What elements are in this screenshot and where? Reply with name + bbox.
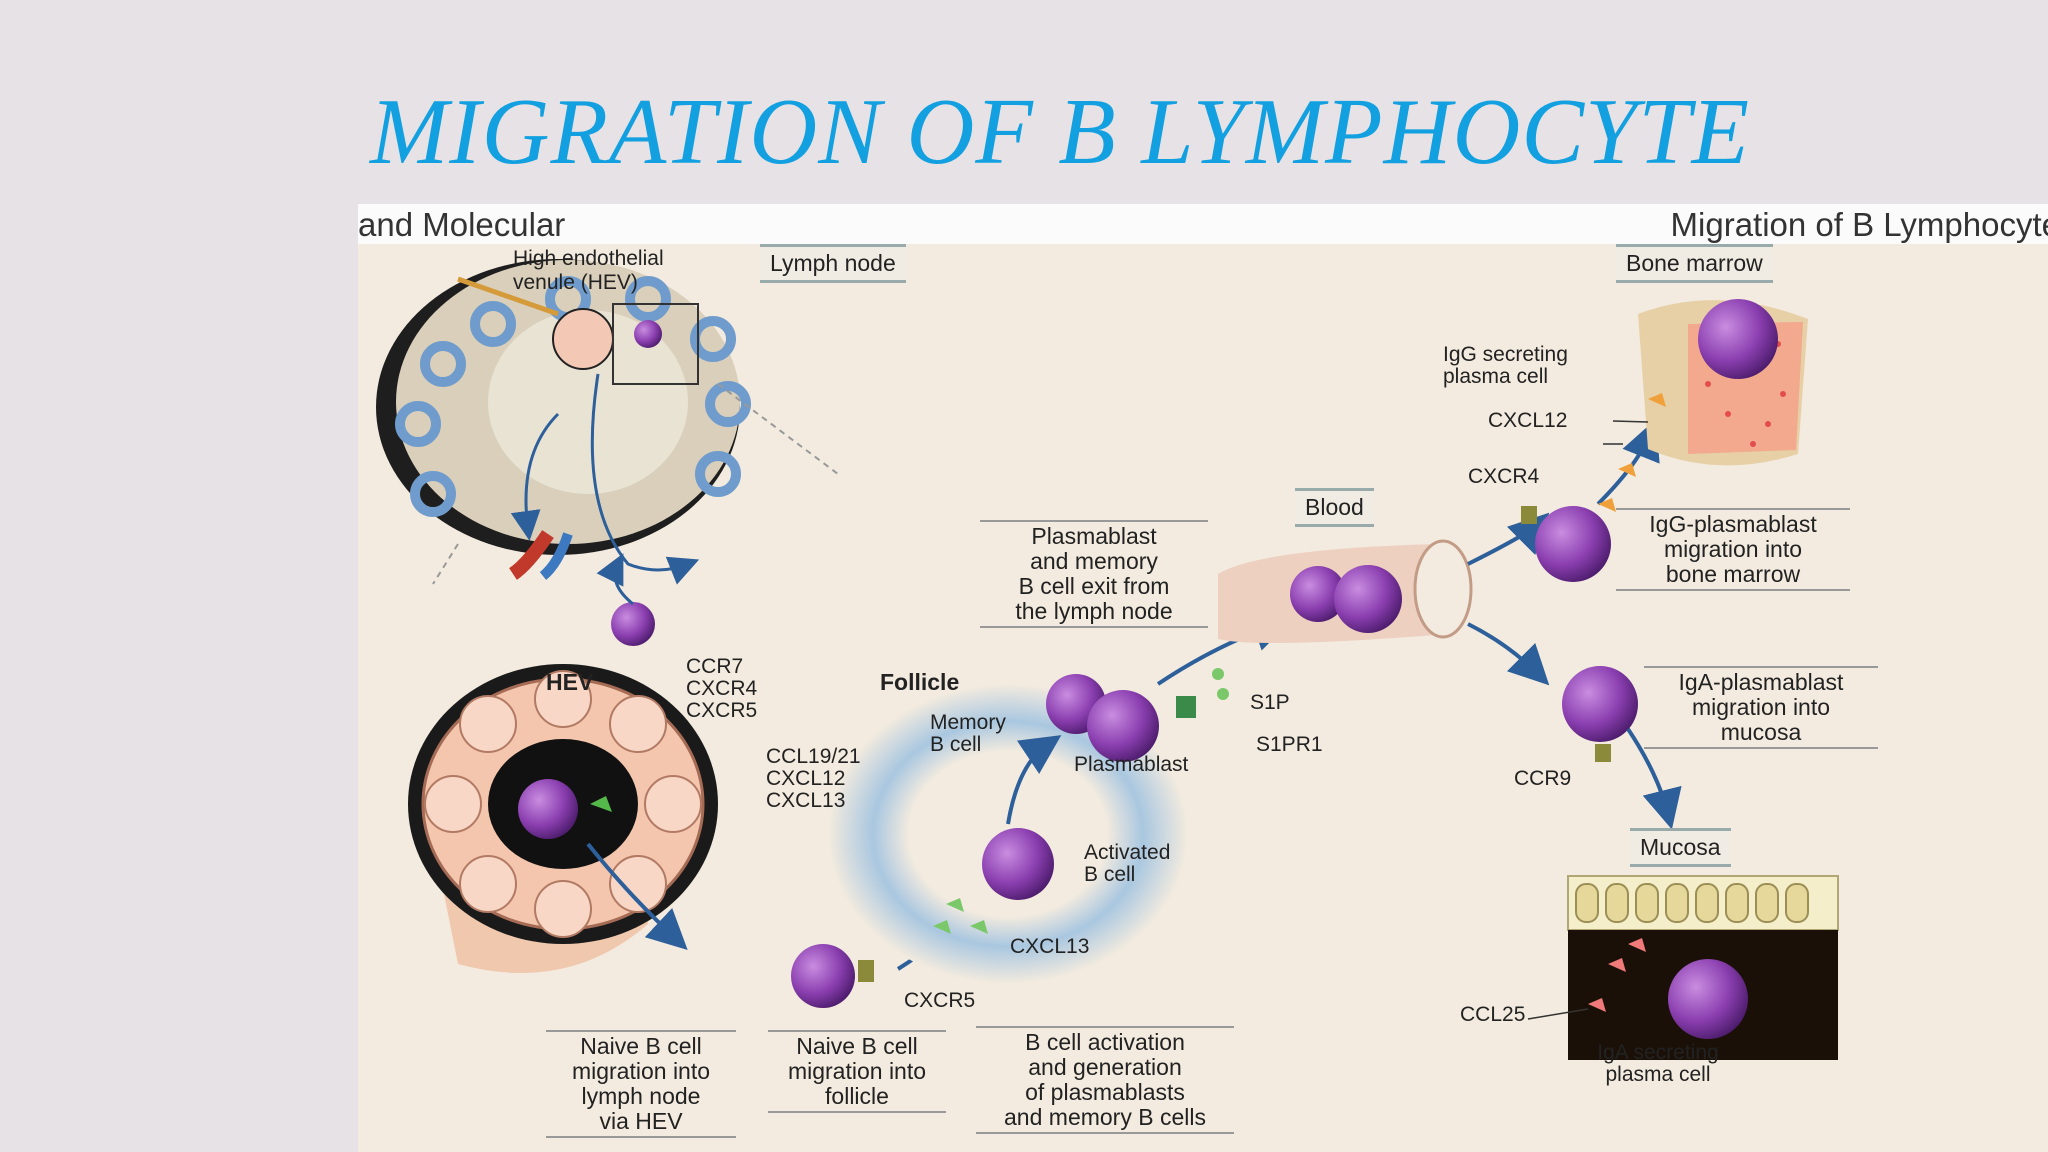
caption-naive-hev: Naive B cell migration into lymph node v… [546, 1030, 736, 1138]
caption-igg-line2: migration into [1663, 536, 1803, 562]
label-hev-line2: venule (HEV) [513, 271, 638, 294]
label-ccl1921: CCL19/21 [766, 745, 861, 768]
caption-naive-follicle-line2: migration into [787, 1058, 927, 1084]
label-mucosa: Mucosa [1630, 828, 1731, 867]
caption-naive-hev-line2: migration into [571, 1058, 711, 1084]
naive-b-cell-blood [611, 602, 655, 646]
caption-exit-line2: and memory [1030, 548, 1158, 574]
caption-naive-hev-line1: Naive B cell [580, 1033, 702, 1059]
label-s1pr1: S1PR1 [1256, 733, 1323, 756]
label-cxcr4-hev: CXCR4 [686, 677, 758, 700]
figure-header: and Molecular Migration of B Lymphocyte [358, 204, 2048, 244]
caption-activation-line1: B cell activation [1025, 1029, 1185, 1055]
label-ccr9: CCR9 [1514, 767, 1572, 790]
label-cxcl12-hev: CXCL12 [766, 767, 846, 790]
caption-naive-hev-line4: via HEV [599, 1108, 683, 1134]
caption-exit-line3: B cell exit from [1018, 573, 1170, 599]
caption-iga-migration: IgA-plasmablast migration into mucosa [1644, 666, 1878, 749]
igg-plasmablast [1535, 506, 1611, 582]
hev-cross-section [408, 664, 718, 973]
label-cxcr5-naive: CXCR5 [904, 989, 976, 1012]
caption-iga-line2: migration into [1691, 694, 1831, 720]
bone-marrow-illustration [1598, 299, 1808, 512]
label-ccr7: CCR7 [686, 655, 744, 678]
label-igg-line1: IgG secreting [1443, 343, 1568, 366]
label-cxcr4-blood: CXCR4 [1468, 465, 1540, 488]
caption-naive-follicle: Naive B cell migration into follicle [768, 1030, 946, 1113]
label-cxcl13-hev: CXCL13 [766, 789, 846, 812]
label-bone-marrow: Bone marrow [1616, 244, 1773, 283]
caption-activation-line4: and memory B cells [1004, 1104, 1206, 1130]
lymph-node-illustration [376, 259, 839, 585]
iga-plasmablast [1562, 666, 1638, 742]
label-cxcl13-follicle: CXCL13 [1010, 935, 1090, 958]
label-follicle: Follicle [880, 669, 960, 695]
naive-b-cell-follicle [791, 944, 855, 1008]
figure-header-left: and Molecular [358, 206, 566, 243]
label-iga-line1: IgA secreting [1597, 1041, 1719, 1064]
diagram-illustration [376, 259, 1839, 1060]
label-cxcr5-hev: CXCR5 [686, 699, 758, 722]
label-plasmablast: Plasmablast [1074, 753, 1189, 776]
caption-naive-follicle-line1: Naive B cell [796, 1033, 918, 1059]
caption-naive-hev-line3: lymph node [581, 1083, 701, 1109]
caption-igg-migration: IgG-plasmablast migration into bone marr… [1616, 508, 1850, 591]
caption-exit-line4: the lymph node [1015, 598, 1173, 624]
label-hev: HEV [546, 669, 594, 695]
caption-igg-line1: IgG-plasmablast [1649, 511, 1817, 537]
caption-activation-line3: of plasmablasts [1025, 1079, 1185, 1105]
caption-iga-line1: IgA-plasmablast [1678, 669, 1844, 695]
label-hev-line1: High endothelial [513, 247, 664, 270]
b-lymphocyte-migration-figure: and Molecular Migration of B Lymphocyte [358, 204, 2048, 1152]
mucosa-illustration [1567, 875, 1839, 1060]
blood-vessel-illustration [1218, 512, 1550, 686]
caption-exit-line1: Plasmablast [1031, 523, 1157, 549]
caption-exit: Plasmablast and memory B cell exit from … [980, 520, 1208, 628]
caption-activation: B cell activation and generation of plas… [976, 1026, 1234, 1134]
label-cxcl12-marrow: CXCL12 [1488, 409, 1568, 432]
caption-naive-follicle-line3: follicle [825, 1083, 889, 1109]
slide-title: MIGRATION OF B LYMPHOCYTE [369, 80, 1751, 184]
label-s1p: S1P [1250, 691, 1290, 714]
label-igg-line2: plasma cell [1443, 365, 1549, 388]
label-memory-line1: Memory [930, 711, 1006, 734]
caption-igg-line3: bone marrow [1665, 561, 1801, 587]
caption-iga-line3: mucosa [1720, 719, 1802, 745]
figure-header-right: Migration of B Lymphocyte [1670, 206, 2048, 243]
label-lymph-node: Lymph node [760, 244, 906, 283]
caption-activation-line2: and generation [1028, 1054, 1182, 1080]
label-iga-line2: plasma cell [1605, 1063, 1711, 1086]
label-blood: Blood [1295, 488, 1374, 527]
label-activated-line2: B cell [1084, 863, 1136, 886]
label-memory-line2: B cell [930, 733, 982, 756]
label-activated-line1: Activated [1084, 841, 1171, 864]
label-ccl25: CCL25 [1460, 1003, 1526, 1026]
